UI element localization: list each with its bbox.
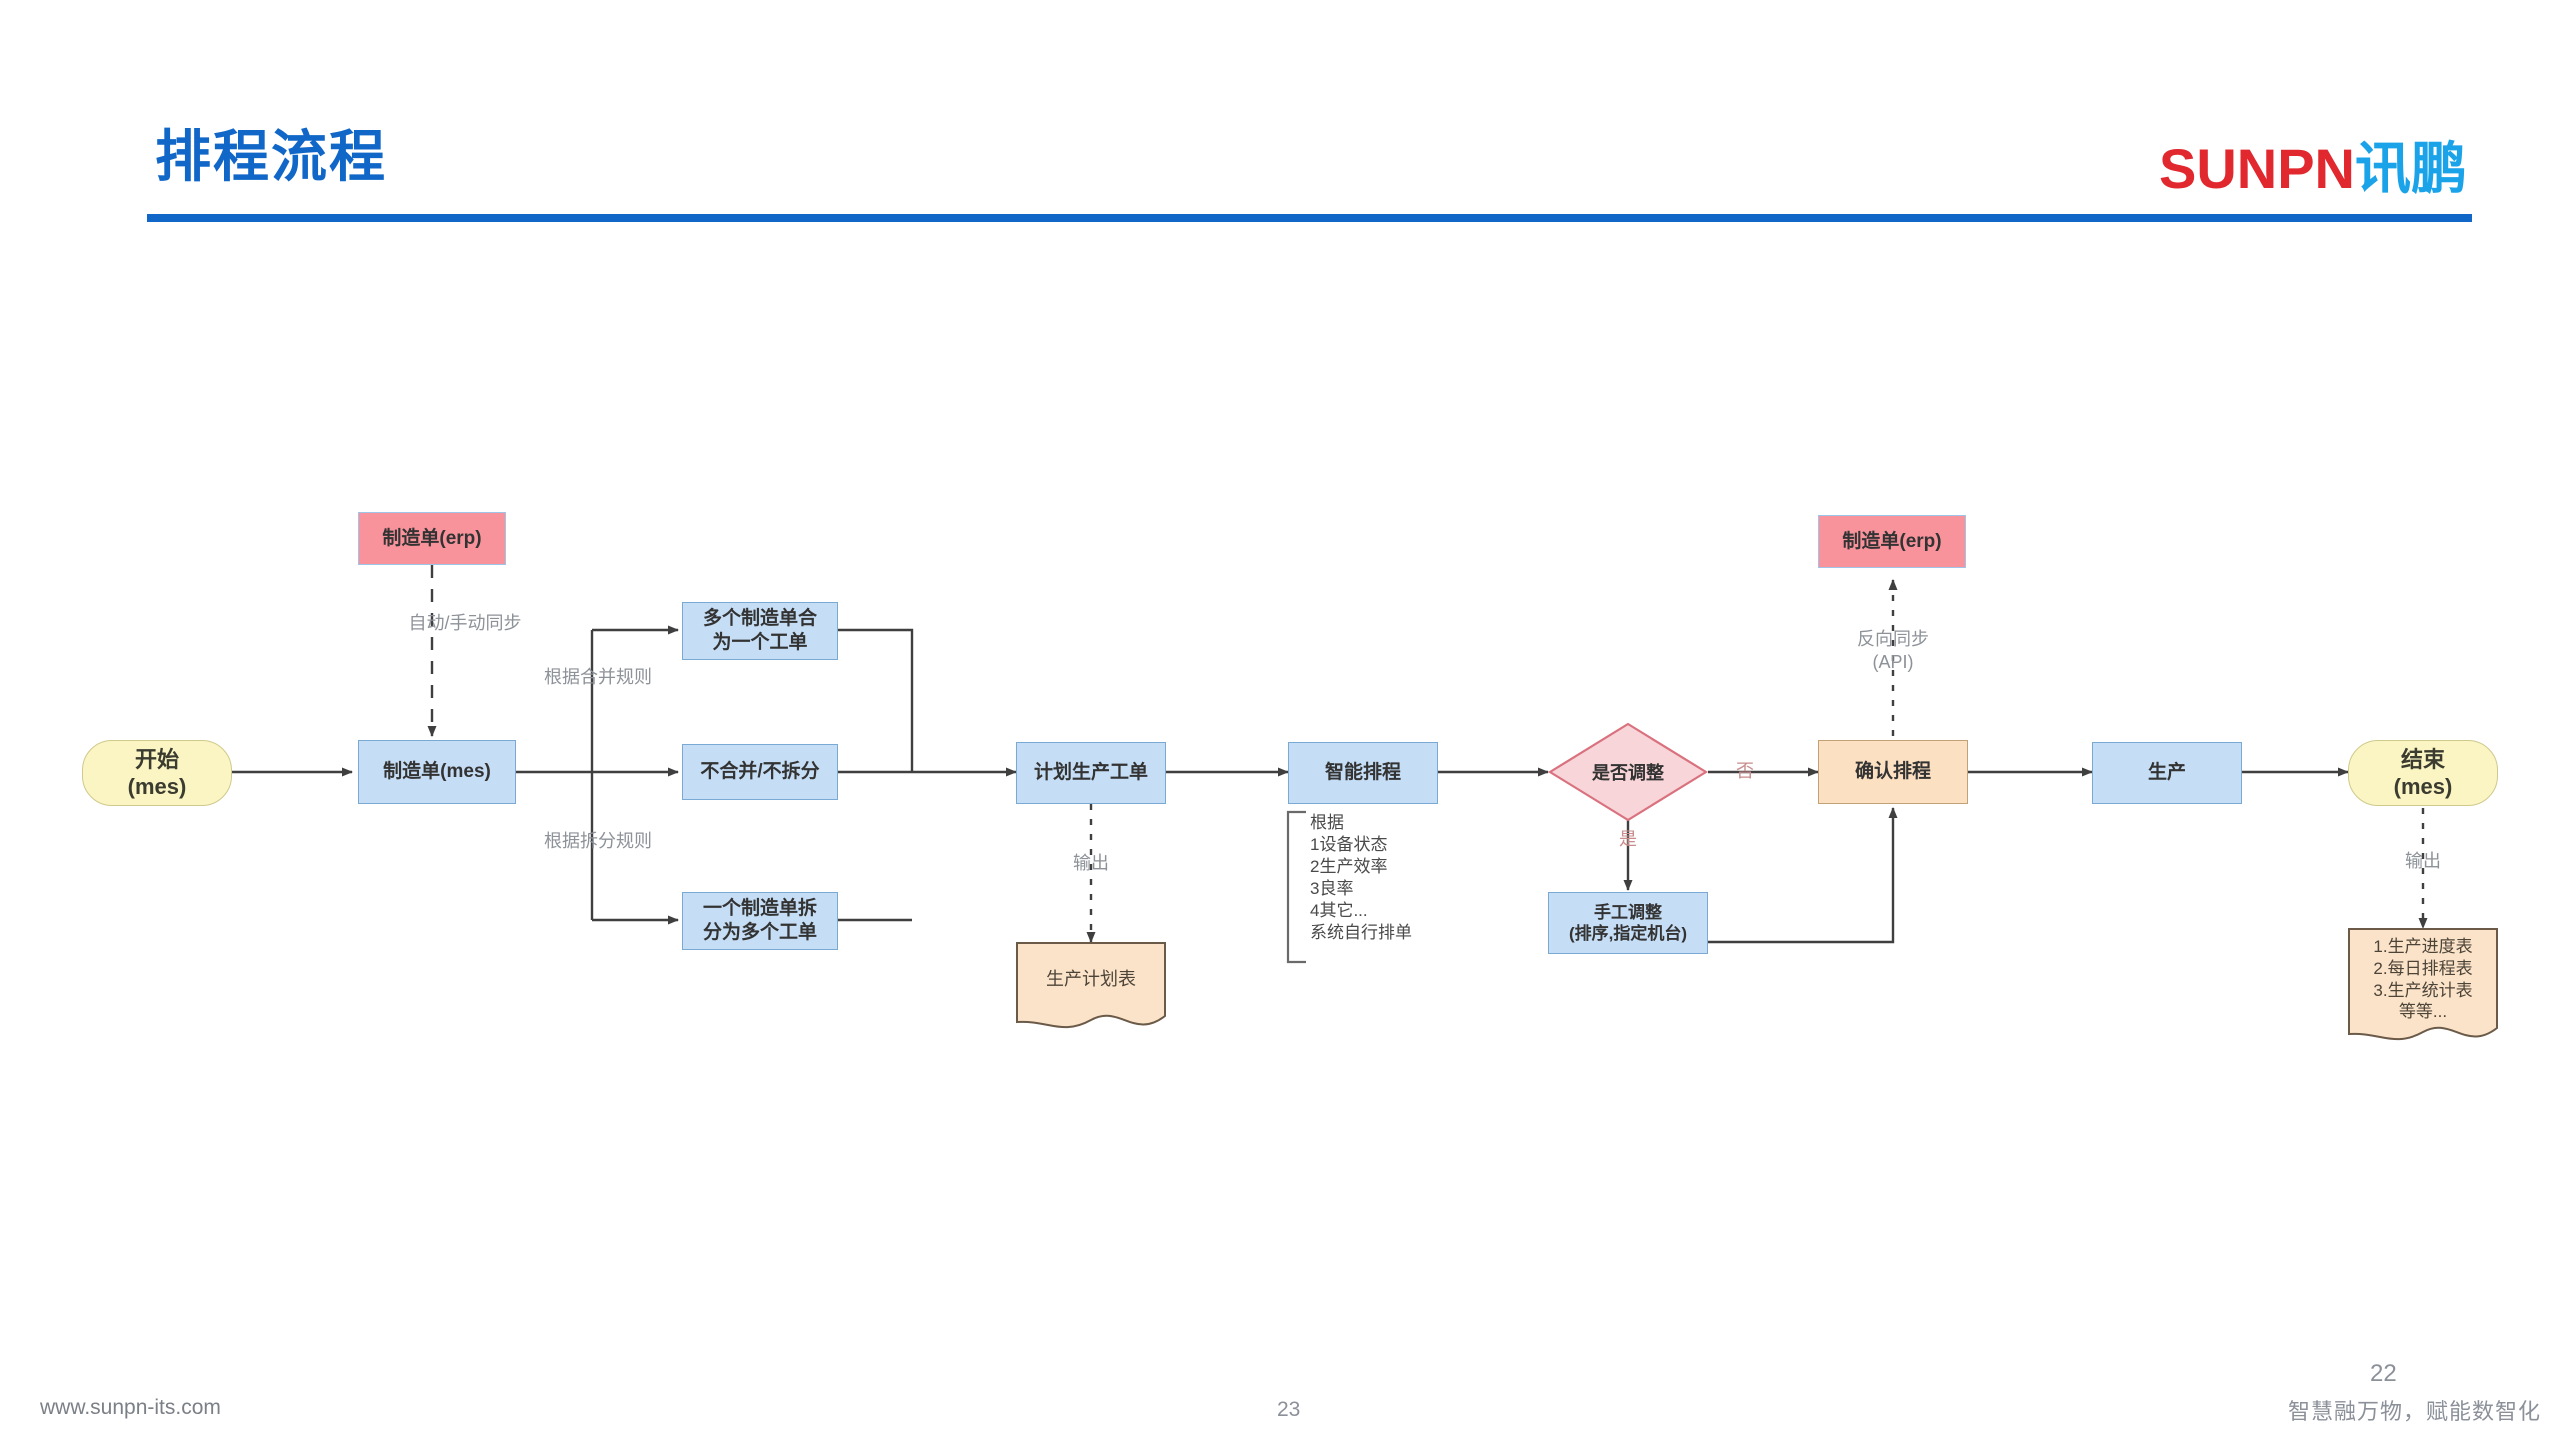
node-start[interactable]: 开始 (mes) [82, 740, 232, 806]
title-underline-rule [147, 214, 2472, 222]
edge-label-output-plan: 输出 [1073, 853, 1109, 873]
node-smart-schedule[interactable]: 智能排程 [1288, 742, 1438, 804]
footer-slogan: 智慧融万物，赋能数智化 [2288, 1399, 2542, 1424]
doc-end-outputs-label: 1.生产进度表 2.每日排程表 3.生产统计表 等等... [2373, 937, 2473, 1022]
node-confirm-schedule[interactable]: 确认排程 [1818, 740, 1968, 804]
edge-label-output-end: 输出 [2405, 851, 2441, 871]
brand-logo: SUNPN讯鹏 [2159, 124, 2467, 205]
edge-label-decision-no: 否 [1736, 761, 1754, 781]
node-merge-many-orders[interactable]: 多个制造单合 为一个工单 [682, 602, 838, 660]
node-no-merge-no-split[interactable]: 不合并/不拆分 [682, 744, 838, 800]
footer-website-url[interactable]: www.sunpn-its.com [40, 1396, 221, 1419]
node-end[interactable]: 结束 (mes) [2348, 740, 2498, 806]
page-title: 排程流程 [155, 125, 387, 188]
logo-text-en: SUNPN [2158, 137, 2355, 200]
footer-page-number-center: 23 [1277, 1398, 1301, 1421]
node-erp-order-target[interactable]: 制造单(erp) [1818, 515, 1966, 568]
annotation-bracket [1286, 810, 1306, 964]
edge-label-split-rule: 根据拆分规则 [544, 831, 652, 851]
document-shape [1016, 942, 1166, 1029]
node-erp-order-source[interactable]: 制造单(erp) [358, 512, 506, 565]
document-shape [2348, 928, 2498, 1041]
node-production[interactable]: 生产 [2092, 742, 2242, 804]
decision-label: 是否调整 [1592, 763, 1664, 783]
node-manual-adjust[interactable]: 手工调整 (排序,指定机台) [1548, 892, 1708, 954]
edge-label-decision-yes: 是 [1619, 829, 1637, 849]
doc-end-outputs[interactable]: 1.生产进度表 2.每日排程表 3.生产统计表 等等... [2348, 928, 2498, 1048]
edge-label-auto-manual-sync: 自动/手动同步 [408, 613, 522, 633]
edge-label-reverse-sync: 反向同步 (API) [1857, 629, 1929, 672]
logo-text-cn: 讯鹏 [2355, 137, 2467, 200]
footer-page-number-right: 22 [2370, 1360, 2397, 1387]
node-decision-adjust[interactable]: 是否调整 [1548, 722, 1708, 822]
doc-production-plan-sheet[interactable]: 生产计划表 [1016, 942, 1166, 1034]
node-split-one-order[interactable]: 一个制造单拆 分为多个工单 [682, 892, 838, 950]
node-mes-order[interactable]: 制造单(mes) [358, 740, 516, 804]
diamond-shape [1548, 722, 1708, 822]
annotation-schedule-basis: 根据 1设备状态 2生产效率 3良率 4其它... 系统自行排单 [1310, 813, 1412, 943]
edge-label-merge-rule: 根据合并规则 [544, 667, 652, 687]
doc-plan-label: 生产计划表 [1046, 969, 1136, 989]
node-plan-work-order[interactable]: 计划生产工单 [1016, 742, 1166, 804]
